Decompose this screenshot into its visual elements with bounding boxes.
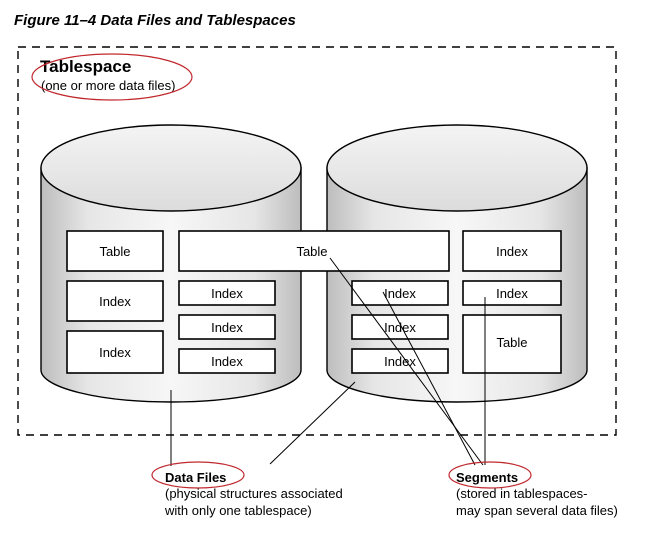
segment-label: Index <box>99 345 131 360</box>
data-files-callout-line1: (physical structures associated <box>165 486 343 501</box>
segments-highlight-ellipse <box>448 461 532 489</box>
segment-label: Table <box>496 335 527 350</box>
leader-lines <box>170 257 486 466</box>
segment-box: Index <box>351 314 449 340</box>
tablespace-title: Tablespace <box>40 57 131 76</box>
segment-label: Index <box>99 294 131 309</box>
segments-callout-title: Segments <box>456 470 518 485</box>
segment-box: Index <box>178 280 276 306</box>
spanning-table-segment: Table <box>178 230 450 272</box>
segment-label: Index <box>211 320 243 335</box>
segment-label: Index <box>496 286 528 301</box>
segment-label: Index <box>384 354 416 369</box>
segment-label: Index <box>496 244 528 259</box>
segment-label: Index <box>211 354 243 369</box>
segment-box: Index <box>66 330 164 374</box>
segments-callout-line1: (stored in tablespaces- <box>456 486 588 501</box>
segment-label: Table <box>99 244 130 259</box>
data-files-highlight-ellipse <box>151 461 245 489</box>
segments-callout-line2: may span several data files) <box>456 503 618 518</box>
data-files-callout-title: Data Files <box>165 470 226 485</box>
segment-box: Table <box>66 230 164 272</box>
tablespace-subtitle: (one or more data files) <box>41 78 175 93</box>
segment-box: Table <box>462 314 562 374</box>
segment-box: Index <box>66 280 164 322</box>
segment-label: Index <box>384 320 416 335</box>
segment-label: Index <box>384 286 416 301</box>
data-files-callout-line2: with only one tablespace) <box>164 503 312 518</box>
segment-box: Index <box>178 348 276 374</box>
figure-caption: Figure 11–4 Data Files and Tablespaces <box>14 12 296 29</box>
segment-label: Index <box>211 286 243 301</box>
segment-box: Index <box>462 230 562 272</box>
segment-box: Index <box>178 314 276 340</box>
segment-box: Index <box>462 280 562 306</box>
segment-label: Table <box>296 244 327 259</box>
segment-box: Index <box>351 280 449 306</box>
tablespace-boundary <box>17 46 617 436</box>
tablespace-highlight-ellipse <box>31 53 193 101</box>
